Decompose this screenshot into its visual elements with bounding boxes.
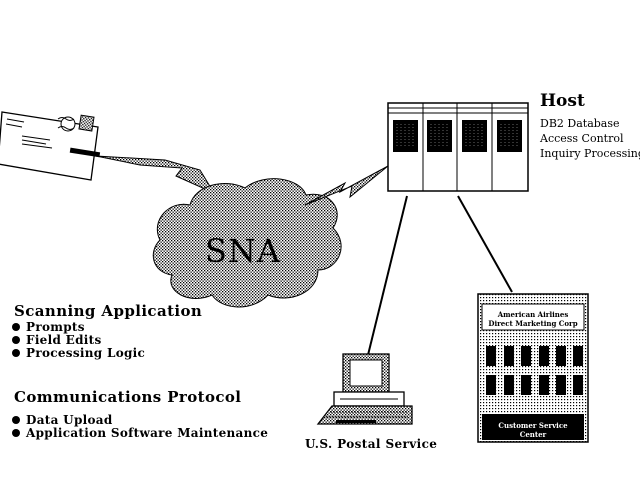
network-cloud-icon (152, 178, 342, 308)
communications-features-list: Data Upload Application Software Mainten… (12, 414, 268, 440)
building-name: American Airlines Direct Marketing Corp (488, 310, 578, 328)
list-item: Processing Logic (12, 347, 145, 360)
list-item: Data Upload (12, 414, 268, 427)
mainframe-icon (387, 102, 529, 192)
bullet-icon (12, 429, 20, 437)
lightning-link-icon (304, 165, 389, 206)
terminal-icon (316, 353, 413, 425)
host-description: DB2 Database Access Control Inquiry Proc… (540, 116, 640, 161)
communications-protocol-title: Communications Protocol (14, 388, 242, 406)
scanning-application-title: Scanning Application (14, 302, 203, 320)
host-building-connector (457, 195, 513, 293)
office-building-icon (477, 293, 589, 443)
bullet-icon (12, 323, 20, 331)
list-item: Application Software Maintenance (12, 427, 268, 440)
network-label: SNA (205, 232, 282, 270)
terminal-label: U.S. Postal Service (305, 437, 438, 451)
building-footer-label: Customer Service Center (498, 421, 568, 439)
envelope-icon (0, 111, 101, 181)
host-line-inquiry: Inquiry Processing (540, 147, 640, 160)
bullet-icon (12, 416, 20, 424)
host-terminal-connector (367, 195, 408, 356)
list-item: Field Edits (12, 334, 145, 347)
list-item: Prompts (12, 321, 145, 334)
bullet-icon (12, 349, 20, 357)
scanning-features-list: Prompts Field Edits Processing Logic (12, 321, 145, 360)
host-line-access: Access Control (540, 132, 624, 145)
lightning-link-icon (95, 155, 216, 195)
bullet-icon (12, 336, 20, 344)
host-line-db2: DB2 Database (540, 117, 620, 130)
host-title: Host (540, 91, 585, 111)
